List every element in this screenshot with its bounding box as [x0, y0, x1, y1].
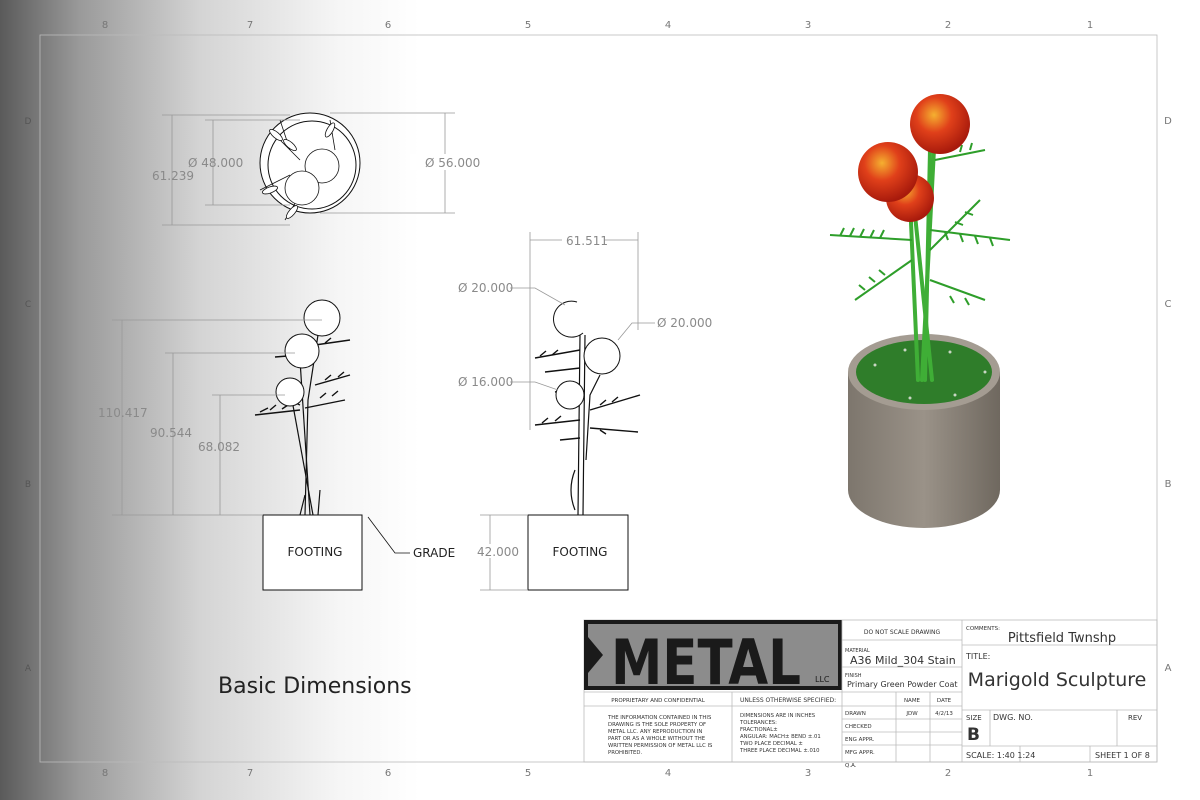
svg-text:PROPRIETARY AND CONFIDENTIAL: PROPRIETARY AND CONFIDENTIAL: [611, 698, 705, 704]
svg-text:D: D: [1164, 116, 1172, 127]
svg-text:6: 6: [385, 768, 391, 779]
svg-text:SCALE: 1:40 1:24: SCALE: 1:40 1:24: [966, 751, 1035, 760]
svg-text:A: A: [1165, 663, 1172, 674]
svg-text:4/2/13: 4/2/13: [935, 711, 953, 717]
column-labels-bottom: 8 7 6 5 4 3 2 1: [102, 768, 1093, 779]
svg-text:ENG APPR.: ENG APPR.: [845, 737, 875, 743]
drawing-title: Marigold Sculpture: [968, 669, 1147, 691]
flower: [910, 94, 970, 154]
dim-height-68-082: 68.082: [198, 440, 240, 454]
svg-text:NAME: NAME: [904, 698, 921, 704]
front-view: FOOTING 110.417 90.544 68.082 GRADE: [98, 299, 455, 591]
svg-text:3: 3: [805, 768, 811, 779]
svg-text:Primary Green Powder Coat: Primary Green Powder Coat: [847, 680, 958, 689]
svg-text:6: 6: [385, 20, 391, 31]
grade-label: GRADE: [413, 546, 455, 560]
svg-text:C: C: [1165, 299, 1172, 310]
svg-text:TOLERANCES:: TOLERANCES:: [739, 720, 777, 726]
svg-text:2: 2: [945, 768, 951, 779]
dim-height-90-544: 90.544: [150, 426, 192, 440]
svg-text:FINISH: FINISH: [845, 673, 862, 679]
dim-height-61-239: 61.239: [152, 169, 194, 183]
svg-text:B: B: [25, 480, 31, 490]
column-labels-top: 8 7 6 5 4 3 2 1: [102, 20, 1093, 31]
svg-text:WRITTEN PERMISSION OF METAL LL: WRITTEN PERMISSION OF METAL LLC IS: [608, 743, 713, 749]
dim-height-110-417: 110.417: [98, 406, 148, 420]
svg-text:5: 5: [525, 768, 531, 779]
dim-height-42: 42.000: [477, 545, 519, 559]
svg-text:DO NOT SCALE DRAWING: DO NOT SCALE DRAWING: [864, 629, 941, 636]
row-labels-left: D C B A: [25, 117, 32, 674]
svg-text:1: 1: [1087, 768, 1093, 779]
top-view: Ø 56.000 Ø 48.000 61.239: [152, 112, 480, 226]
svg-text:THE INFORMATION CONTAINED IN T: THE INFORMATION CONTAINED IN THIS: [607, 715, 712, 721]
svg-text:8: 8: [102, 768, 108, 779]
dim-diameter-20-top: Ø 20.000: [458, 281, 513, 295]
svg-text:4: 4: [665, 768, 671, 779]
svg-text:5: 5: [525, 20, 531, 31]
svg-text:MATERIAL: MATERIAL: [845, 648, 870, 654]
view-label: Basic Dimensions: [218, 674, 412, 699]
svg-text:1: 1: [1087, 20, 1093, 31]
footing-label: FOOTING: [288, 545, 343, 559]
svg-text:MFG APPR.: MFG APPR.: [845, 750, 875, 756]
svg-text:B: B: [1165, 479, 1172, 490]
svg-text:LLC: LLC: [815, 675, 830, 684]
svg-text:8: 8: [102, 20, 108, 31]
svg-text:DIMENSIONS ARE IN INCHES: DIMENSIONS ARE IN INCHES: [740, 713, 816, 719]
svg-text:PROHIBITED.: PROHIBITED.: [608, 750, 642, 756]
dim-width-61-511: 61.511: [566, 234, 608, 248]
svg-text:TITLE:: TITLE:: [965, 652, 990, 661]
row-labels-right: D C B A: [1164, 116, 1172, 674]
svg-text:3: 3: [805, 20, 811, 31]
svg-text:C: C: [25, 300, 31, 310]
svg-text:JDW: JDW: [905, 711, 918, 717]
svg-text:REV: REV: [1128, 714, 1142, 722]
svg-text:B: B: [967, 725, 980, 745]
svg-text:CHECKED: CHECKED: [845, 724, 872, 730]
svg-text:COMMENTS:: COMMENTS:: [966, 626, 1000, 632]
svg-text:DATE: DATE: [937, 698, 952, 704]
svg-text:A36 Mild_304 Stain: A36 Mild_304 Stain: [850, 654, 956, 667]
svg-text:FRACTIONAL±: FRACTIONAL±: [740, 727, 778, 733]
svg-text:DWG. NO.: DWG. NO.: [993, 713, 1033, 722]
svg-text:DRAWN: DRAWN: [845, 711, 866, 717]
dim-diameter-56: Ø 56.000: [425, 156, 480, 170]
svg-text:A: A: [25, 664, 32, 674]
svg-text:2: 2: [945, 20, 951, 31]
svg-text:METAL: METAL: [611, 626, 801, 699]
svg-text:4: 4: [665, 20, 671, 31]
isometric-render: [829, 94, 1011, 528]
title-block: METAL LLC DO NOT SCALE DRAWING MATERIAL …: [583, 619, 1158, 769]
svg-text:UNLESS OTHERWISE SPECIFIED:: UNLESS OTHERWISE SPECIFIED:: [740, 697, 836, 704]
svg-text:DRAWING IS THE SOLE PROPERTY O: DRAWING IS THE SOLE PROPERTY OF: [608, 722, 706, 728]
svg-text:Pittsfield Twnshp: Pittsfield Twnshp: [1008, 631, 1116, 646]
dim-diameter-16: Ø 16.000: [458, 375, 513, 389]
footing: [527, 514, 629, 591]
dim-diameter-20-right: Ø 20.000: [657, 316, 712, 330]
company-logo: METAL LLC: [584, 620, 842, 699]
svg-text:7: 7: [247, 20, 253, 31]
dim-diameter-48: Ø 48.000: [188, 156, 243, 170]
svg-text:TWO PLACE DECIMAL ±: TWO PLACE DECIMAL ±: [739, 741, 803, 747]
svg-text:THREE PLACE DECIMAL ±.010: THREE PLACE DECIMAL ±.010: [739, 748, 820, 754]
svg-text:PART OR AS A WHOLE WITHOUT THE: PART OR AS A WHOLE WITHOUT THE: [608, 736, 706, 742]
svg-text:Q.A.: Q.A.: [845, 763, 857, 769]
svg-text:SHEET 1 OF 8: SHEET 1 OF 8: [1095, 751, 1150, 760]
svg-text:7: 7: [247, 768, 253, 779]
svg-text:D: D: [25, 117, 32, 127]
svg-text:METAL LLC. ANY REPRODUCTION IN: METAL LLC. ANY REPRODUCTION IN: [608, 729, 702, 735]
svg-text:SIZE: SIZE: [966, 714, 982, 722]
svg-text:ANGULAR: MACH± BEND ±.01: ANGULAR: MACH± BEND ±.01: [740, 734, 821, 740]
flower: [858, 142, 918, 202]
footing-label: FOOTING: [553, 545, 608, 559]
side-view: FOOTING 61.511 Ø 20.000 Ø 20.000 Ø 16.00…: [458, 232, 712, 591]
